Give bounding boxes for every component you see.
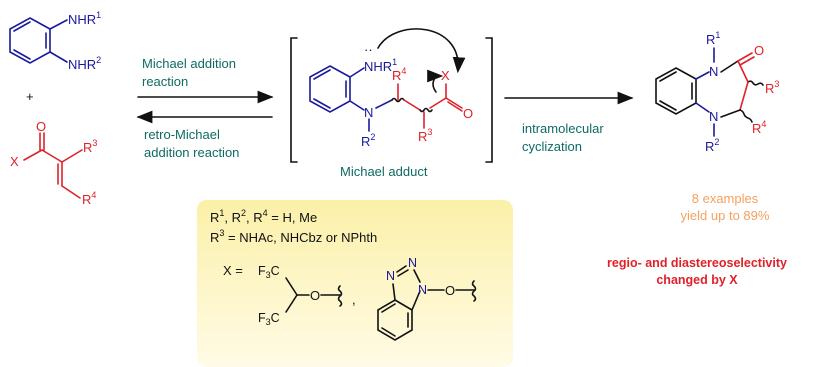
lone-pair-dots: ·· [364, 42, 373, 57]
right-bracket [485, 37, 493, 163]
adduct-caption: Michael adduct [340, 164, 428, 179]
f3c-bottom: F3C [258, 311, 280, 327]
adduct-r2-label: R2 [361, 132, 375, 149]
adduct-nhr1-label: NHR1 [364, 57, 397, 74]
selectivity-line-1: regio- and diastereoselectivity [607, 256, 787, 270]
reactant-acceptor: O X R3 R4 [10, 119, 97, 207]
left-bracket [290, 37, 298, 163]
plus-sign: + [26, 89, 34, 104]
curved-arrow-attack [377, 28, 466, 74]
adduct-x-label: X [441, 68, 450, 83]
forward-arrow-label-1: Michael addition [142, 56, 236, 71]
results-summary: 8 examples yield up to 89% regio- and di… [607, 191, 787, 287]
yield-text: yield up to 89% [681, 208, 770, 223]
conditions-box: R1, R2, R4 = H, Me R3 = NHAc, NHCbz or N… [197, 200, 513, 367]
f3c-top: F3C [258, 264, 280, 280]
adduct-r4-label: R4 [392, 66, 406, 83]
curved-arrow-leave [427, 69, 444, 93]
reverse-arrow-label-2: addition reaction [144, 145, 239, 160]
adduct-r3-label: R3 [418, 127, 432, 144]
diamine-nhr2-label: NHR2 [68, 55, 101, 72]
separator-comma: , [352, 292, 356, 307]
reactant-diamine: NHR1 NHR2 [9, 10, 101, 72]
triazole-n-c: N [418, 283, 427, 297]
equilibrium-arrows: Michael addition reaction retro-Michael … [136, 56, 274, 160]
wavy-bond-1 [391, 97, 405, 103]
acceptor-r4-label: R4 [82, 190, 96, 207]
ether-oxygen-1: O [310, 288, 320, 303]
selectivity-line-2: changed by X [656, 273, 738, 287]
wavy-bond-3 [747, 80, 764, 86]
conditions-line-2: R3 = NHAc, NHCbz or NPhth [210, 228, 377, 245]
x-definition-label: X = [223, 263, 243, 278]
product-o-label: O [754, 43, 764, 58]
product-r3-label: R3 [765, 79, 779, 96]
product-r1-label: R1 [706, 30, 720, 47]
conditions-box-background [197, 200, 513, 367]
ether-oxygen-2: O [445, 283, 455, 298]
product-benzodiazepinone: N R1 O R3 R4 N R2 [655, 30, 779, 154]
cyclization-label-2: cyclization [522, 139, 582, 154]
triazole-n-a: N [386, 269, 395, 283]
attachment-squiggle-2 [471, 280, 477, 302]
reverse-arrow-label-1: retro-Michael [144, 127, 220, 142]
conditions-line-1: R1, R2, R4 = H, Me [210, 208, 317, 225]
attachment-squiggle-1 [337, 285, 343, 307]
diamine-nhr1-label: NHR1 [68, 10, 101, 27]
acceptor-r3-label: R3 [83, 138, 97, 155]
wavy-bond-4 [739, 109, 753, 123]
acceptor-o-label: O [36, 119, 46, 134]
triazole-n-b: N [408, 256, 417, 270]
product-r4-label: R4 [752, 119, 766, 136]
product-r2-label: R2 [705, 137, 719, 154]
forward-arrow-label-2: reaction [142, 74, 188, 89]
cyclization-arrow: intramolecular cyclization [504, 91, 634, 154]
adduct-o-label: O [463, 106, 473, 121]
cyclization-label-1: intramolecular [522, 121, 604, 136]
michael-adduct: ·· NHR1 N R2 R4 R3 X O Michael adduct [290, 28, 493, 179]
examples-count: 8 examples [692, 191, 759, 206]
product-n1-label: N [709, 64, 718, 79]
product-n5-label: N [709, 109, 718, 124]
adduct-n-label: N [364, 105, 373, 120]
wavy-bond-2 [419, 107, 433, 113]
acceptor-x-label: X [10, 154, 19, 169]
